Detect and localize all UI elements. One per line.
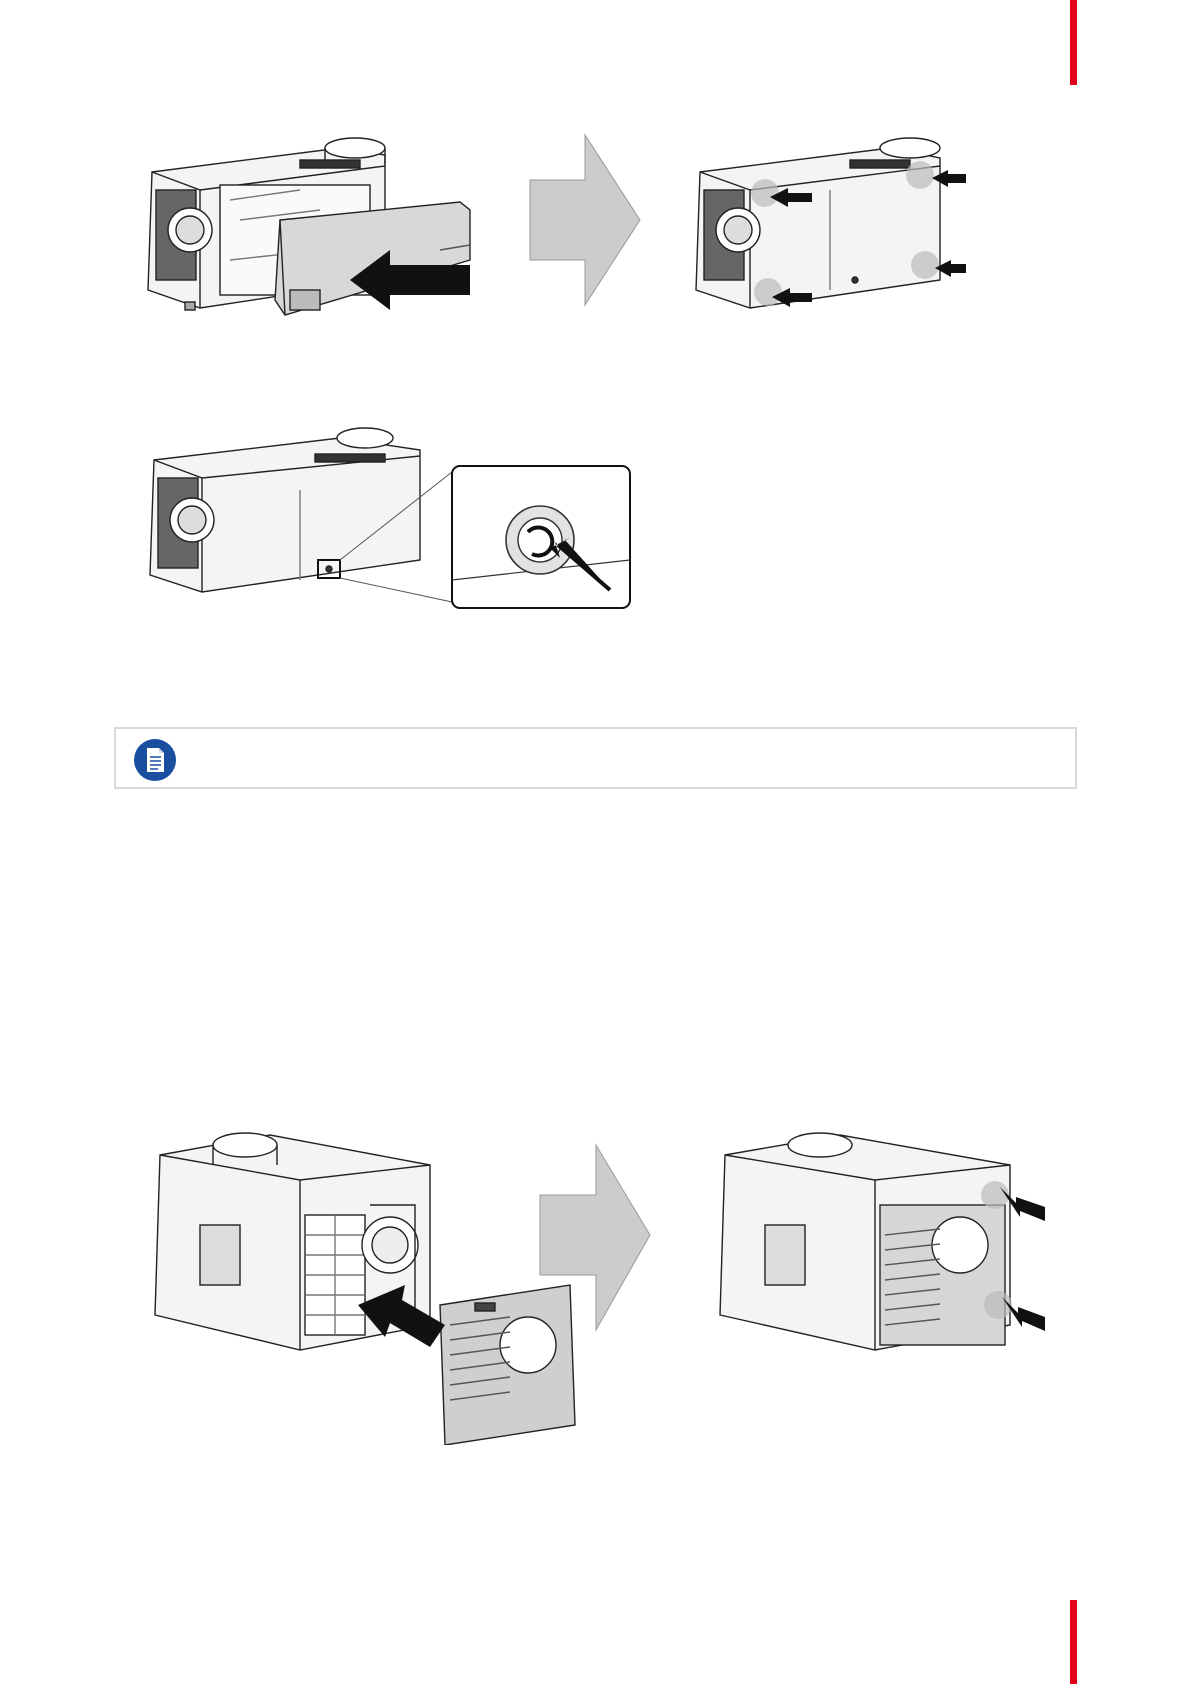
fixing-point-highlight: [981, 1181, 1009, 1209]
top-accent-bar: [1070, 0, 1077, 85]
side-cover-panel: [275, 202, 470, 315]
bottom-accent-bar: [1070, 1600, 1077, 1684]
figure-side-cover-mount: [140, 130, 1060, 350]
projector-closed-side-illustration: [696, 138, 940, 308]
fixing-point-highlight: [911, 251, 939, 279]
projector-assembled-illustration: [150, 428, 420, 592]
figure-fixing-screw-detail: [140, 420, 640, 610]
figure-front-cover-mount: [140, 1125, 1060, 1445]
transition-arrow-icon: [530, 135, 640, 305]
fixing-point-highlight: [906, 161, 934, 189]
projector-closed-front-illustration: [720, 1133, 1010, 1350]
front-cover-panel: [440, 1285, 575, 1445]
document-note-icon: [133, 738, 177, 782]
note-box: [114, 727, 1077, 789]
fixing-point-highlight: [754, 278, 782, 306]
fixing-point-highlight: [751, 179, 779, 207]
